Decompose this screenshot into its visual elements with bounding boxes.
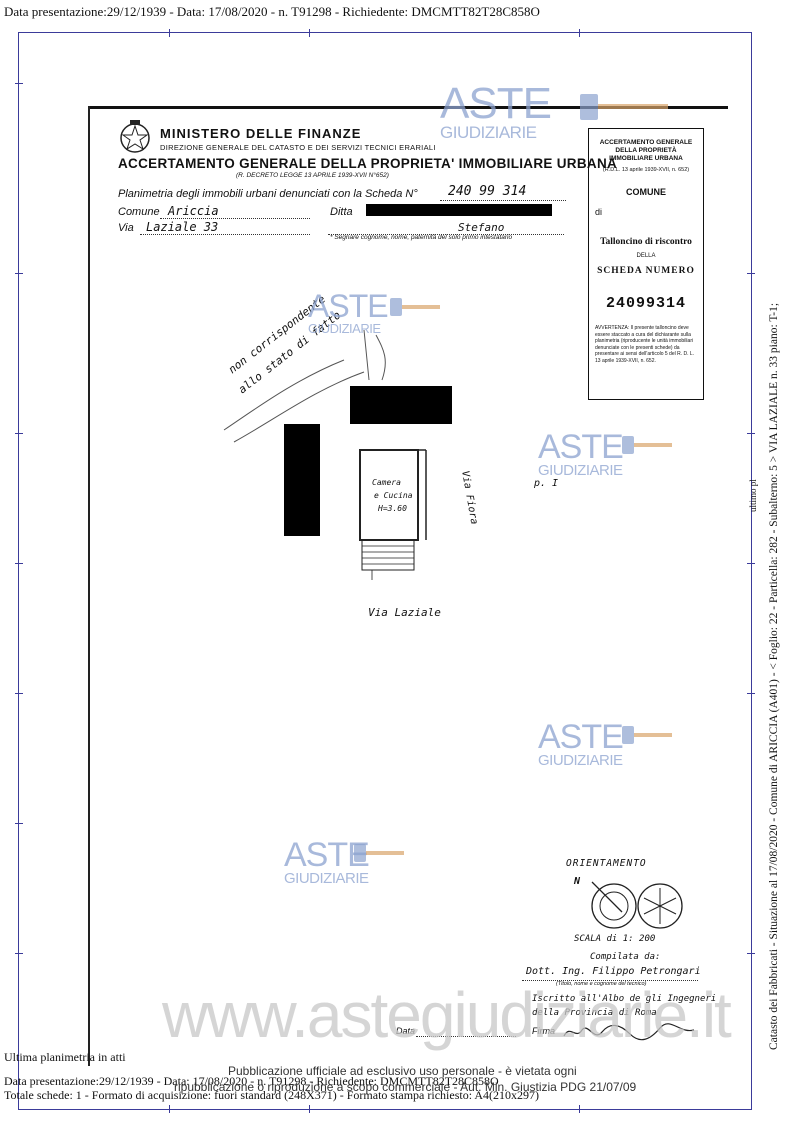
compilata-label: Compilata da:	[590, 952, 661, 962]
tecnico-note: (Titolo, nome e cognome del tecnico)	[556, 981, 647, 987]
room-label-1: Camera	[372, 478, 401, 487]
north-label: N	[574, 876, 581, 887]
redaction-block-1	[350, 386, 452, 424]
coupon-sub: (R.D.L. 13 aprile 1939-XVII, n. 652)	[602, 167, 690, 173]
data-label: Data	[396, 1026, 416, 1036]
aste-watermark-2: ASTE GIUDIZIARIE	[308, 288, 389, 336]
room-label-2: e Cucina	[374, 491, 413, 500]
ministry-title: MINISTERO DELLE FINANZE	[160, 126, 362, 141]
via-label: Via	[118, 222, 134, 234]
coupon-di: di	[595, 207, 603, 217]
decreto-text: (R. DECRETO LEGGE 13 APRILE 1939-XVII N°…	[236, 172, 389, 179]
coupon-number: 24099314	[605, 295, 686, 312]
annotation-scribble	[223, 329, 386, 443]
aste-watermark-4: ASTE GIUDIZIARIE	[538, 718, 624, 769]
scheda-handwritten: 240 99 314	[448, 184, 527, 199]
document-header: Data presentazione:29/12/1939 - Data: 17…	[4, 4, 540, 19]
aste-watermark-1: ASTE GIUDIZIARIE	[440, 79, 552, 142]
tecnico-name: Dott. Ing. Filippo Petrongari	[526, 966, 701, 977]
provincia-label: della Provincia di Roma	[532, 1008, 657, 1018]
catasto-side-text: Catasto dei Fabbricati - Situazione al 1…	[768, 302, 780, 1050]
ditta-label: Ditta	[330, 206, 353, 218]
compass-rose-icon	[591, 881, 683, 929]
footer-line-2: Totale schede: 1 - Formato di acquisizio…	[4, 1088, 540, 1102]
comune-value: Ariccia	[168, 204, 219, 218]
coupon-della: DELLA	[636, 253, 656, 259]
footer-ultima: Ultima planimetria in atti	[4, 1050, 126, 1064]
aste-watermark-5: ASTE GIUDIZIARIE	[284, 836, 370, 887]
document-border-left	[88, 106, 90, 1066]
scala-label: SCALA di 1: 200	[574, 934, 656, 944]
gavel-icon	[390, 298, 440, 316]
floor-plan	[359, 449, 427, 580]
side-mark: ultimo pl	[748, 479, 758, 512]
redaction-ditta	[366, 204, 552, 216]
site-watermark: www.astegiudiziarie.it	[162, 979, 732, 1051]
form-title: ACCERTAMENTO GENERALE DELLA PROPRIETA' I…	[118, 156, 618, 171]
gavel-icon	[622, 726, 672, 744]
planimetria-label: Planimetria degli immobili urbani denunc…	[118, 188, 418, 200]
republic-emblem-icon	[120, 120, 150, 153]
coupon-scheda-numero: SCHEDA NUMERO	[597, 266, 695, 276]
direzione-text: DIREZIONE GENERALE DEL CATASTO E DEI SER…	[160, 143, 436, 152]
document-border-top	[88, 106, 728, 109]
orientamento-title: ORIENTAMENTO	[566, 858, 647, 869]
stefano-handwritten: Stefano	[458, 221, 505, 234]
firma-label: Firma	[532, 1026, 555, 1036]
coupon-talloncino: Talloncino di riscontro	[600, 237, 692, 247]
comune-label: Comune	[118, 206, 160, 218]
coupon-comune: COMUNE	[626, 187, 666, 197]
gavel-icon	[622, 436, 672, 454]
coupon-avvertenza: AVVERTENZA: Il presente talloncino deve …	[595, 325, 695, 364]
gavel-icon	[580, 94, 668, 120]
gavel-icon	[354, 844, 404, 862]
footer-line-1: Data presentazione:29/12/1939 - Data: 17…	[4, 1074, 499, 1088]
via-laziale-label: Via Laziale	[368, 606, 441, 619]
footer-pub-1: Pubblicazione ufficiale ad esclusivo uso…	[228, 1064, 577, 1078]
piano-label: p. I	[534, 478, 559, 489]
via-value: Laziale 33	[146, 220, 219, 234]
redaction-block-2	[284, 424, 320, 536]
room-height: H=3.60	[378, 504, 407, 513]
iscritto-label: Iscritto all'Albo de gli Ingegneri	[532, 994, 717, 1004]
page-frame	[15, 29, 755, 1113]
signature-icon	[563, 1023, 695, 1041]
footnote: * Segnare cognome, nome, paternità del s…	[330, 234, 513, 241]
talloncino-box: ACCERTAMENTO GENERALE DELLA PROPRIETÀ IM…	[588, 128, 704, 400]
coupon-heading: ACCERTAMENTO GENERALE DELLA PROPRIETÀ IM…	[599, 139, 693, 162]
footer-pub-2: ripubblicazione o riproduzione a scopo c…	[174, 1080, 637, 1094]
aste-watermark-3: ASTE GIUDIZIARIE	[538, 428, 624, 479]
